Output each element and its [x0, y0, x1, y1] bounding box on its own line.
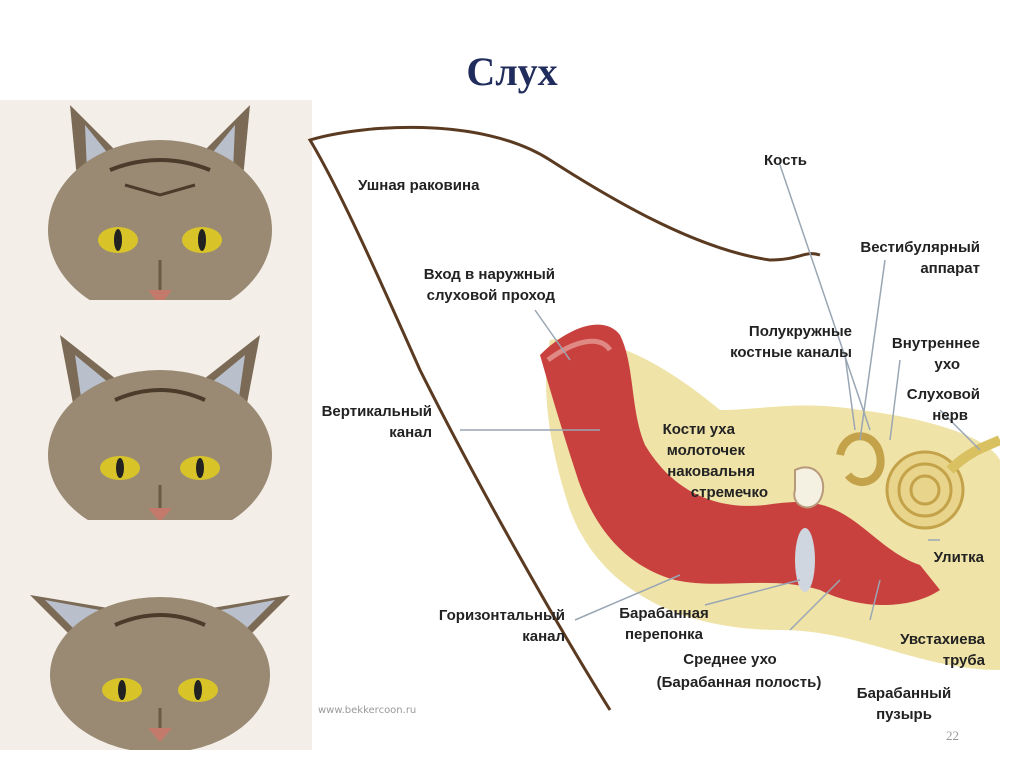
label-eustachian-2: труба — [880, 651, 985, 670]
label-auditory-nerve-1: Слуховой — [890, 385, 980, 404]
label-stapes: стремечко — [650, 483, 768, 502]
label-eardrum-2: перепонка — [605, 625, 723, 644]
label-auditory-nerve-2: нерв — [890, 406, 968, 425]
label-eustachian-1: Увстахиева — [880, 630, 985, 649]
label-middle-ear-1: Среднее ухо — [665, 650, 795, 669]
label-pinna: Ушная раковина — [358, 176, 479, 195]
label-eardrum-1: Барабанная — [605, 604, 723, 623]
label-vertical-canal-2: канал — [300, 423, 432, 442]
label-horizontal-canal-2: канал — [410, 627, 565, 646]
label-inner-ear-2: ухо — [870, 355, 960, 374]
label-ossicles: Кости уха — [640, 420, 735, 439]
label-vestibular-1: Вестибулярный — [835, 238, 980, 257]
page-number: 22 — [946, 728, 959, 744]
cat-face-ears-upright — [30, 100, 290, 300]
cat-face-ears-back — [30, 320, 290, 520]
label-cochlea: Улитка — [900, 548, 984, 567]
label-entrance-1: Вход в наружный — [390, 265, 555, 284]
cat-faces-panel — [0, 100, 312, 750]
label-horizontal-canal-1: Горизонтальный — [410, 606, 565, 625]
label-bone: Кость — [764, 151, 807, 170]
label-semicircular-1: Полукружные — [700, 322, 852, 341]
ossicles — [794, 467, 823, 507]
label-entrance-2: слуховой проход — [390, 286, 555, 305]
label-semicircular-2: костные каналы — [700, 343, 852, 362]
label-vestibular-2: аппарат — [835, 259, 980, 278]
label-malleus: молоточек — [640, 441, 745, 460]
eardrum — [795, 528, 815, 592]
label-incus: наковальня — [630, 462, 755, 481]
label-middle-ear-2: (Барабанная полость) — [648, 673, 830, 692]
label-bulla-2: пузырь — [845, 705, 963, 724]
slide-title: Слух — [0, 48, 1024, 95]
label-bulla-1: Барабанный — [845, 684, 963, 703]
cat-face-ears-flat — [30, 550, 290, 750]
watermark: www.bekkercoon.ru — [318, 705, 416, 716]
label-inner-ear-1: Внутреннее — [870, 334, 980, 353]
label-vertical-canal-1: Вертикальный — [300, 402, 432, 421]
